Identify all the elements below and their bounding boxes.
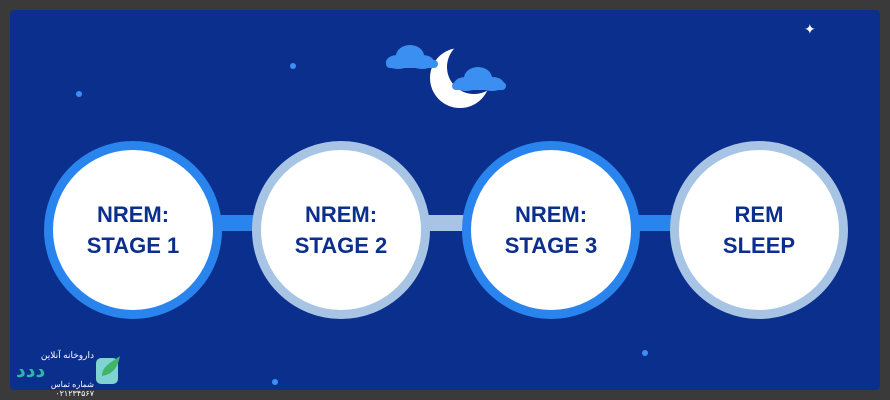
star-dot [272, 379, 278, 385]
star-dot [290, 63, 296, 69]
watermark-tagline: داروخانه آنلاین [40, 350, 94, 360]
cloud-icon [452, 67, 506, 91]
star-dot [76, 91, 82, 97]
sparkle-icon: ✦ [804, 21, 816, 37]
diagram-canvas: ✦ NREM: STAGE 1 NREM: STAGE 2 N [10, 10, 880, 390]
moon-with-clouds [386, 40, 506, 108]
stage-circle-nrem-1: NREM: STAGE 1 [44, 141, 222, 319]
stage-circle-rem: REM SLEEP [670, 141, 848, 319]
stage-label: NREM: STAGE 2 [294, 202, 388, 258]
watermark-phone: شماره تماس ۰۲۱۲۳۴۵۶۷ [50, 380, 94, 398]
stage-label: NREM: STAGE 3 [504, 202, 598, 258]
leaf-icon [96, 356, 120, 384]
stage-circle-nrem-2: NREM: STAGE 2 [252, 141, 430, 319]
stage-circle-nrem-3: NREM: STAGE 3 [462, 141, 640, 319]
stage-label: NREM: STAGE 1 [86, 202, 180, 258]
watermark-brand: ﺩﺩﺩ [16, 360, 46, 382]
cloud-icon [386, 45, 438, 69]
stage-label: REM SLEEP [722, 202, 796, 258]
star-dot [642, 350, 648, 356]
watermark-logo: داروخانه آنلاین ﺩﺩﺩ شماره تماس ۰۲۱۲۳۴۵۶۷ [14, 350, 126, 398]
